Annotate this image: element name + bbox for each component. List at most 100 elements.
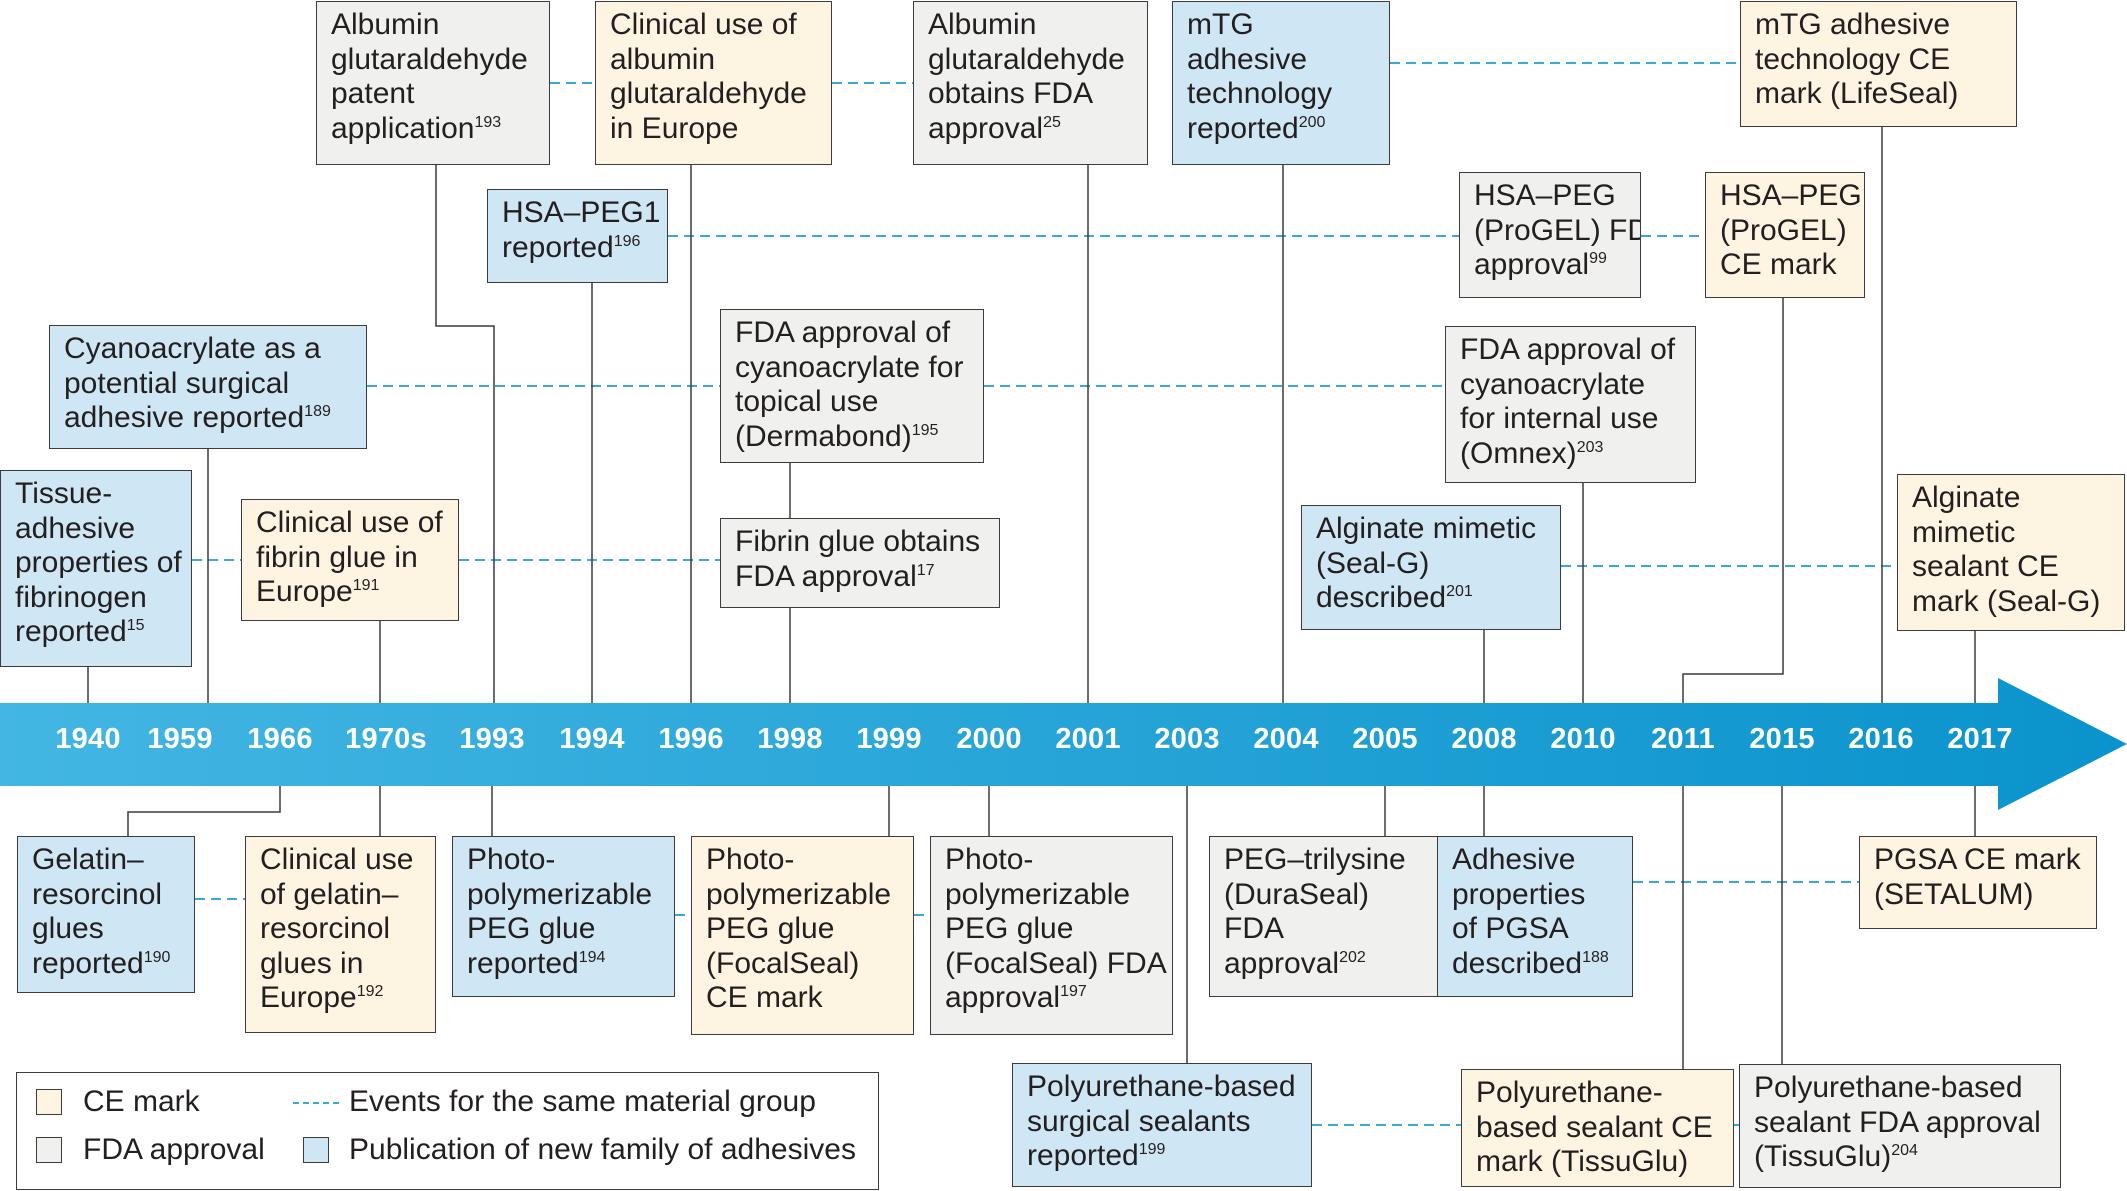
event-line: resorcinol xyxy=(32,878,184,913)
event-line: Polyurethane-based xyxy=(1027,1070,1301,1105)
event-text: Polyurethane- xyxy=(1476,1076,1663,1109)
reference-superscript: 188 xyxy=(1582,948,1609,966)
event-line: surgical sealants xyxy=(1027,1105,1301,1140)
event-text: Albumin xyxy=(331,8,440,41)
event-text: reported xyxy=(502,230,614,264)
event-box-progel-fda: HSA–PEG(ProGEL) FDAapproval99 xyxy=(1459,172,1641,298)
event-text: mTG adhesive xyxy=(1755,8,1951,41)
event-box-sealg-described: Alginate mimetic(Seal-G)described201 xyxy=(1301,505,1561,630)
event-text: technology CE xyxy=(1755,42,1951,76)
event-line: mTG adhesive xyxy=(1755,8,2006,43)
event-line: described188 xyxy=(1452,947,1622,982)
year-label: 2017 xyxy=(1947,723,2013,755)
event-text: glutaraldehyde xyxy=(331,42,528,76)
reference-superscript: 200 xyxy=(1298,113,1326,131)
reference-superscript: 202 xyxy=(1339,948,1366,966)
event-text: Photo- xyxy=(706,843,795,876)
event-text: sealant FDA approval xyxy=(1754,1105,2041,1139)
event-text: mark (TissuGlu) xyxy=(1476,1145,1689,1178)
event-line: (FocalSeal) xyxy=(706,947,903,982)
event-line: mimetic xyxy=(1912,516,2114,551)
event-text: FDA approval of xyxy=(1460,333,1676,366)
event-text: in Europe xyxy=(610,111,739,145)
event-line: reported199 xyxy=(1027,1139,1301,1174)
event-text: FDA approval xyxy=(735,559,917,593)
event-line: potential surgical xyxy=(64,367,356,402)
year-label: 2004 xyxy=(1253,723,1319,755)
event-line: FDA approval17 xyxy=(735,560,989,595)
reference-superscript: 204 xyxy=(1891,1142,1918,1159)
event-line: fibrinogen xyxy=(15,581,181,616)
event-line: Tissue- xyxy=(15,477,181,512)
year-label: 1940 xyxy=(55,723,121,755)
event-text: Alginate mimetic xyxy=(1316,512,1537,545)
reference-superscript: 15 xyxy=(126,617,145,634)
event-text: of PGSA xyxy=(1452,912,1569,945)
event-text: resorcinol xyxy=(32,877,163,911)
event-text: Cyanoacrylate as a xyxy=(64,332,321,365)
event-line: polymerizable xyxy=(706,878,903,913)
year-label: 2015 xyxy=(1749,723,1815,755)
event-text: reported xyxy=(1187,111,1299,145)
event-line: approval197 xyxy=(945,981,1162,1016)
event-text: Albumin xyxy=(928,8,1037,41)
event-line: Albumin xyxy=(928,8,1137,43)
event-text: of gelatin– xyxy=(260,877,399,911)
event-line: glutaraldehyde xyxy=(610,77,821,112)
event-text: (SETALUM) xyxy=(1874,877,2034,911)
event-text: potential surgical xyxy=(64,366,290,400)
event-text: adhesive xyxy=(1187,42,1308,76)
year-label: 1959 xyxy=(147,723,213,755)
legend-fda-label: FDA approval xyxy=(83,1133,265,1166)
event-text: Photo- xyxy=(467,843,556,876)
event-line: FDA xyxy=(1224,912,1427,947)
event-text: glues in xyxy=(260,946,364,980)
event-line: CE mark xyxy=(1720,248,1854,283)
reference-superscript: 195 xyxy=(911,421,939,439)
event-line: Albumin xyxy=(331,8,539,43)
event-line: (FocalSeal) FDA xyxy=(945,947,1167,982)
event-text: CE mark xyxy=(1720,248,1837,281)
event-line: PEG–trilysine xyxy=(1224,843,1427,878)
event-line: of PGSA xyxy=(1452,912,1622,947)
event-line: (ProGEL) xyxy=(1720,214,1854,249)
event-text: PGSA CE mark xyxy=(1874,843,2081,876)
event-line: resorcinol xyxy=(260,912,425,947)
event-text: Clinical use of xyxy=(610,8,797,41)
event-line: reported200 xyxy=(1187,112,1379,147)
event-line: sealant CE xyxy=(1912,550,2114,585)
event-text: albumin xyxy=(610,42,716,76)
event-line: glutaraldehyde xyxy=(928,43,1137,78)
event-text: resorcinol xyxy=(260,912,391,945)
event-text: HSA–PEG xyxy=(1474,179,1616,212)
event-text: Photo- xyxy=(945,843,1034,876)
legend-dash-label: Events for the same material group xyxy=(349,1085,816,1118)
year-label: 1994 xyxy=(559,723,625,755)
event-text: Alginate xyxy=(1912,481,2021,514)
event-line: application193 xyxy=(331,112,539,147)
event-text: (Dermabond) xyxy=(735,419,912,453)
event-line: reported190 xyxy=(32,947,184,982)
event-text: mimetic xyxy=(1912,515,2016,549)
year-label: 2001 xyxy=(1055,723,1121,755)
reference-superscript: 25 xyxy=(1043,113,1061,131)
event-text: Clinical use of xyxy=(256,506,443,539)
event-text: adhesive reported xyxy=(64,401,305,434)
event-line: Polyurethane- xyxy=(1476,1076,1723,1111)
event-line: mTG xyxy=(1187,8,1379,43)
event-text: for internal use xyxy=(1460,402,1659,435)
event-text: approval xyxy=(928,111,1044,145)
event-text: (TissuGlu) xyxy=(1754,1140,1892,1173)
event-line: glues xyxy=(32,912,184,947)
year-label: 2005 xyxy=(1352,723,1418,755)
event-line: polymerizable xyxy=(467,878,664,913)
connector-line xyxy=(435,165,495,703)
